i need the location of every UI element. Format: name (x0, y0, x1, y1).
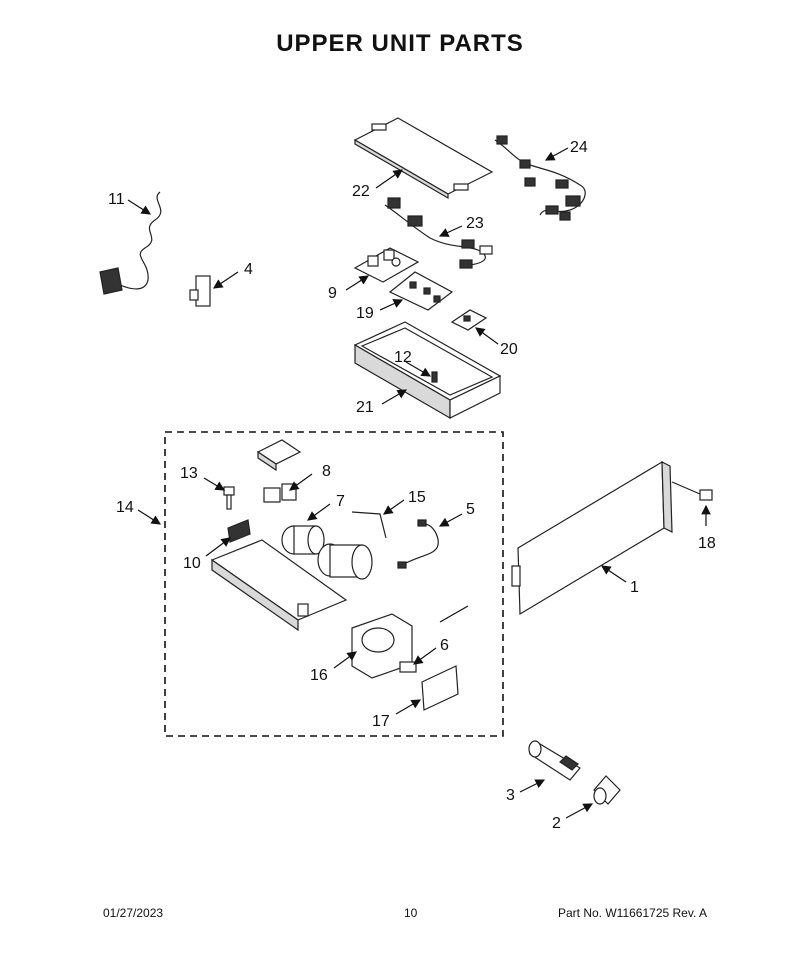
part-rod (439, 605, 469, 623)
part-3-water-filter (528, 740, 581, 781)
part-18-screw (671, 481, 713, 501)
base-bracket (210, 539, 348, 632)
callout-24: 24 (570, 139, 588, 156)
callout-labels: 22 24 11 4 23 9 19 20 12 21 13 8 14 7 15… (108, 139, 716, 832)
part-1-front-panel (511, 460, 673, 616)
callout-3: 3 (506, 787, 515, 804)
leader-lines (127, 147, 711, 819)
part-20-small-board (450, 309, 488, 331)
footer-page-number: 10 (404, 906, 418, 920)
part-5-wire (397, 519, 439, 569)
part-22-cover-panel (353, 117, 494, 200)
part-19-control-board (388, 271, 454, 311)
part-2-filter-cap (593, 775, 621, 805)
callout-11: 11 (108, 191, 125, 208)
callout-9: 9 (328, 285, 337, 302)
callout-5: 5 (466, 501, 475, 518)
callout-8: 8 (322, 463, 331, 480)
part-13-screw (223, 486, 235, 510)
part-7-motor (281, 525, 325, 555)
callout-19: 19 (356, 305, 374, 322)
assembly-14-boundary (164, 431, 504, 737)
callout-1: 1 (630, 579, 639, 596)
callout-7: 7 (336, 493, 345, 510)
part-8-component (263, 483, 297, 503)
part-6-sensor (399, 661, 417, 673)
part-15-tube (351, 511, 387, 539)
callout-6: 6 (440, 637, 449, 654)
callout-2: 2 (552, 815, 561, 832)
callout-18: 18 (698, 535, 716, 552)
part-24-wire-harness (494, 135, 586, 221)
part-12-screw (431, 371, 438, 383)
callout-20: 20 (500, 341, 518, 358)
part-21-housing-tray (353, 321, 502, 420)
callout-13: 13 (180, 465, 198, 482)
callout-17: 17 (372, 713, 390, 730)
callout-22: 22 (352, 183, 370, 200)
callout-23: 23 (466, 215, 484, 232)
callout-21: 21 (356, 399, 374, 416)
part-10-bracket (227, 519, 251, 543)
part-11-power-cord (99, 191, 162, 295)
page-title: UPPER UNIT PARTS (276, 30, 524, 57)
callout-14: 14 (116, 499, 134, 516)
callout-15: 15 (408, 489, 426, 506)
part-16-duct (351, 613, 413, 679)
part-9-power-board (353, 247, 420, 283)
callout-4: 4 (244, 261, 253, 278)
callout-10: 10 (183, 555, 201, 572)
fan-housing (317, 543, 373, 580)
callout-12: 12 (394, 349, 412, 366)
cover-plate (256, 439, 302, 472)
part-23-wire-harness (384, 197, 493, 269)
footer-date: 01/27/2023 (103, 906, 164, 920)
footer-part-number: Part No. W11661725 Rev. A (558, 906, 707, 920)
callout-16: 16 (310, 667, 328, 684)
part-17-cover (421, 665, 459, 711)
part-4-clip (189, 275, 211, 307)
